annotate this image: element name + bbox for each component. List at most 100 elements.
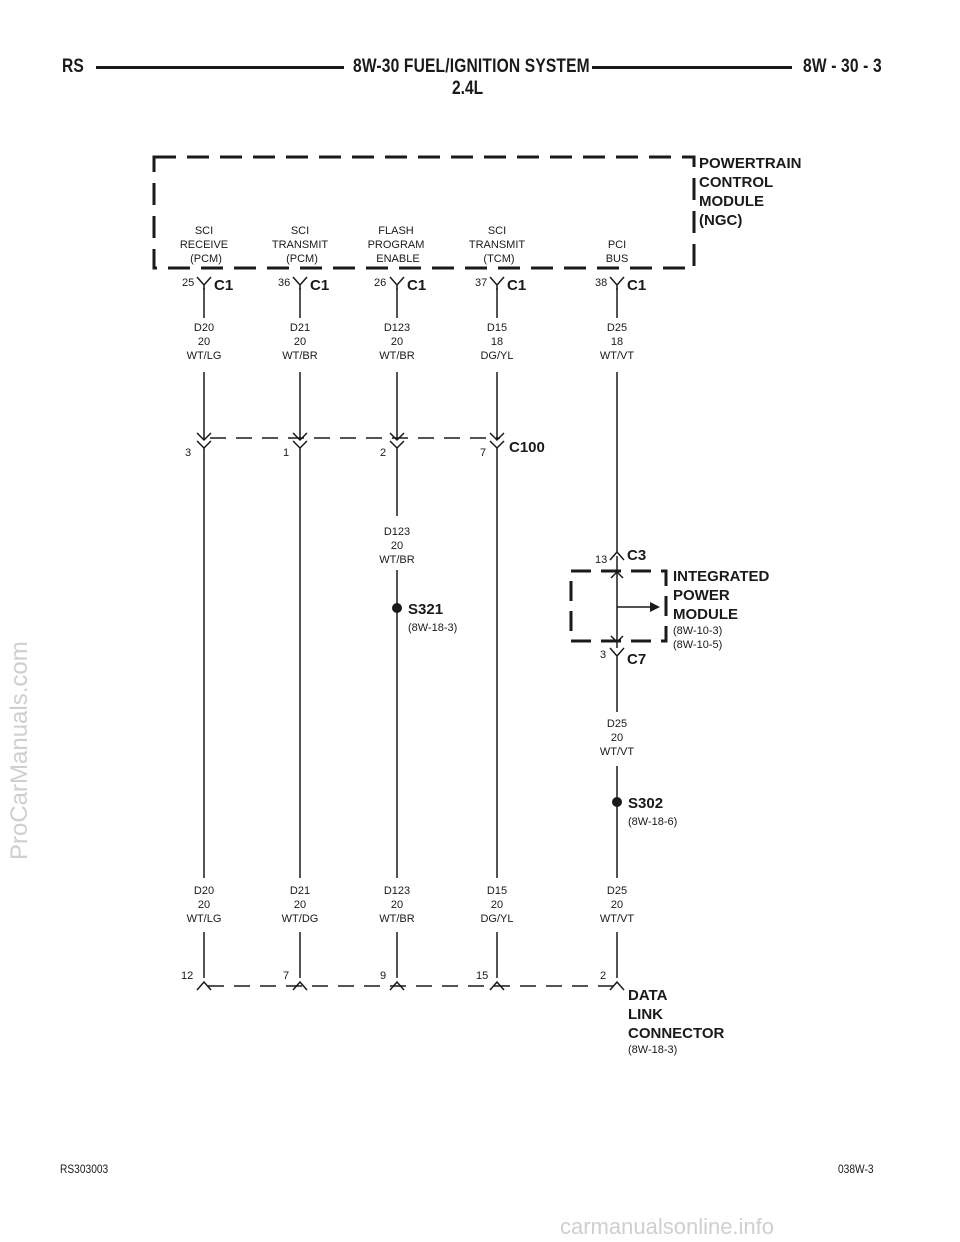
c3-pin-13-symbol xyxy=(609,550,625,561)
lower-wire-1-gauge: 20 xyxy=(198,899,210,911)
s321-splice-label: S321 xyxy=(408,601,443,618)
s302-splice-dot xyxy=(612,797,622,807)
pcm-pin-25-label-2: RECEIVE xyxy=(180,239,228,251)
pcm-pin-37-label-1: SCI xyxy=(488,225,506,237)
ipm-reference-2: (8W-10-5) xyxy=(673,639,722,651)
c1-pin-number-36: 36 xyxy=(278,277,290,289)
c1-pin-number-37: 37 xyxy=(475,277,487,289)
dlc-pin-7-symbol xyxy=(292,980,308,991)
dlc-pin-15-symbol xyxy=(489,980,505,991)
c1-connector-label-3: C1 xyxy=(407,277,426,294)
dlc-reference: (8W-18-3) xyxy=(628,1044,677,1056)
c1-pin-25-symbol xyxy=(196,276,212,290)
lower-wire-4-color: DG/YL xyxy=(480,913,513,925)
ipm-internal-up-chevron xyxy=(610,570,624,579)
pcm-pin-38-label-2: BUS xyxy=(606,253,629,265)
lower-wire-2-circuit: D21 xyxy=(290,885,310,897)
s302-reference: (8W-18-6) xyxy=(628,816,677,828)
ipm-title-line-3: MODULE xyxy=(673,606,738,623)
c1-pin-number-38: 38 xyxy=(595,277,607,289)
c1-connector-label-1: C1 xyxy=(214,277,233,294)
page-title: 8W-30 FUEL/IGNITION SYSTEM xyxy=(353,56,590,77)
upper-wire-1-gauge: 20 xyxy=(198,336,210,348)
upper-wire-3-circuit: D123 xyxy=(384,322,410,334)
c100-pin-number-1: 1 xyxy=(283,447,289,459)
c100-pin-number-7: 7 xyxy=(480,447,486,459)
dlc-title-line-3: CONNECTOR xyxy=(628,1025,725,1042)
c1-pin-37-symbol xyxy=(489,276,505,290)
s302-splice-label: S302 xyxy=(628,795,663,812)
c1-pin-38-symbol xyxy=(609,276,625,290)
upper-wire-1-circuit: D20 xyxy=(194,322,214,334)
s321-reference: (8W-18-3) xyxy=(408,622,457,634)
ipm-out-wire-circuit: D25 xyxy=(607,718,627,730)
c1-pin-number-26: 26 xyxy=(374,277,386,289)
upper-wire-4-gauge: 18 xyxy=(491,336,503,348)
c1-connector-label-5: C1 xyxy=(627,277,646,294)
pcm-pin-38-label-1: PCI xyxy=(608,239,626,251)
lower-wire-4-gauge: 20 xyxy=(491,899,503,911)
dlc-pin-12-symbol xyxy=(196,980,212,991)
lower-wire-5-circuit: D25 xyxy=(607,885,627,897)
ipm-out-wire-color: WT/VT xyxy=(600,746,634,758)
pcm-title: POWERTRAIN CONTROL MODULE (NGC) xyxy=(699,155,802,229)
dlc-title-line-1: DATA xyxy=(628,987,668,1004)
lower-wire-5-gauge: 20 xyxy=(611,899,623,911)
upper-wire-2-gauge: 20 xyxy=(294,336,306,348)
figure-code: 038W-3 xyxy=(838,1162,874,1176)
dlc-pin-number-12: 12 xyxy=(181,970,193,982)
lower-wire-4-circuit: D15 xyxy=(487,885,507,897)
c100-pin-number-2: 2 xyxy=(380,447,386,459)
c1-connector-label-4: C1 xyxy=(507,277,526,294)
ipm-title-line-2: POWER xyxy=(673,587,730,604)
figure-id: RS303003 xyxy=(60,1162,109,1176)
upper-wire-3-gauge: 20 xyxy=(391,336,403,348)
page-number: 8W - 30 - 3 xyxy=(803,56,882,77)
pcm-pin-26-label-2: PROGRAM xyxy=(368,239,425,251)
mid-wire-circuit: D123 xyxy=(384,526,410,538)
pcm-module-outline xyxy=(152,155,696,270)
ipm-reference-1: (8W-10-3) xyxy=(673,625,722,637)
lower-wire-3-circuit: D123 xyxy=(384,885,410,897)
c3-connector-label: C3 xyxy=(627,547,646,564)
c1-pin-number-25: 25 xyxy=(182,277,194,289)
upper-wire-3-color: WT/BR xyxy=(379,350,414,362)
c1-pin-26-symbol xyxy=(389,276,405,290)
pcm-pin-36-label-3: (PCM) xyxy=(286,253,318,265)
dlc-pin-number-7: 7 xyxy=(283,970,289,982)
header-rule-right xyxy=(592,66,792,69)
upper-wire-4-color: DG/YL xyxy=(480,350,513,362)
upper-wire-5-circuit: D25 xyxy=(607,322,627,334)
ipm-module-outline xyxy=(569,569,668,643)
lower-wire-5-color: WT/VT xyxy=(600,913,634,925)
c1-pin-36-symbol xyxy=(292,276,308,290)
header-section-code: RS xyxy=(62,56,84,77)
pcm-title-line-1: POWERTRAIN xyxy=(699,155,802,172)
upper-wire-2-circuit: D21 xyxy=(290,322,310,334)
dlc-pin-number-9: 9 xyxy=(380,970,386,982)
side-watermark: ProCarManuals.com xyxy=(6,641,33,860)
pcm-title-line-3: MODULE xyxy=(699,193,764,210)
ipm-out-wire-gauge: 20 xyxy=(611,732,623,744)
c7-connector-label: C7 xyxy=(627,651,646,668)
dlc-pin-2-symbol xyxy=(609,980,625,991)
c3-pin-number: 13 xyxy=(595,554,607,566)
header-rule-left xyxy=(96,66,344,69)
pcm-pin-36-label-1: SCI xyxy=(291,225,309,237)
c100-pin-number-3: 3 xyxy=(185,447,191,459)
pcm-pin-37-label-3: (TCM) xyxy=(483,253,514,265)
upper-wire-5-color: WT/VT xyxy=(600,350,634,362)
pcm-title-line-4: (NGC) xyxy=(699,212,742,229)
lower-wire-2-gauge: 20 xyxy=(294,899,306,911)
ipm-output-arrowhead xyxy=(650,602,660,612)
pcm-pin-37-label-2: TRANSMIT xyxy=(469,239,526,251)
upper-wire-4-circuit: D15 xyxy=(487,322,507,334)
lower-wire-2-color: WT/DG xyxy=(282,913,319,925)
pcm-pin-25-label-1: SCI xyxy=(195,225,213,237)
dlc-pin-9-symbol xyxy=(389,980,405,991)
upper-wire-5-gauge: 18 xyxy=(611,336,623,348)
pcm-pin-36-label-2: TRANSMIT xyxy=(272,239,329,251)
dlc-pin-number-15: 15 xyxy=(476,970,488,982)
lower-wire-3-gauge: 20 xyxy=(391,899,403,911)
